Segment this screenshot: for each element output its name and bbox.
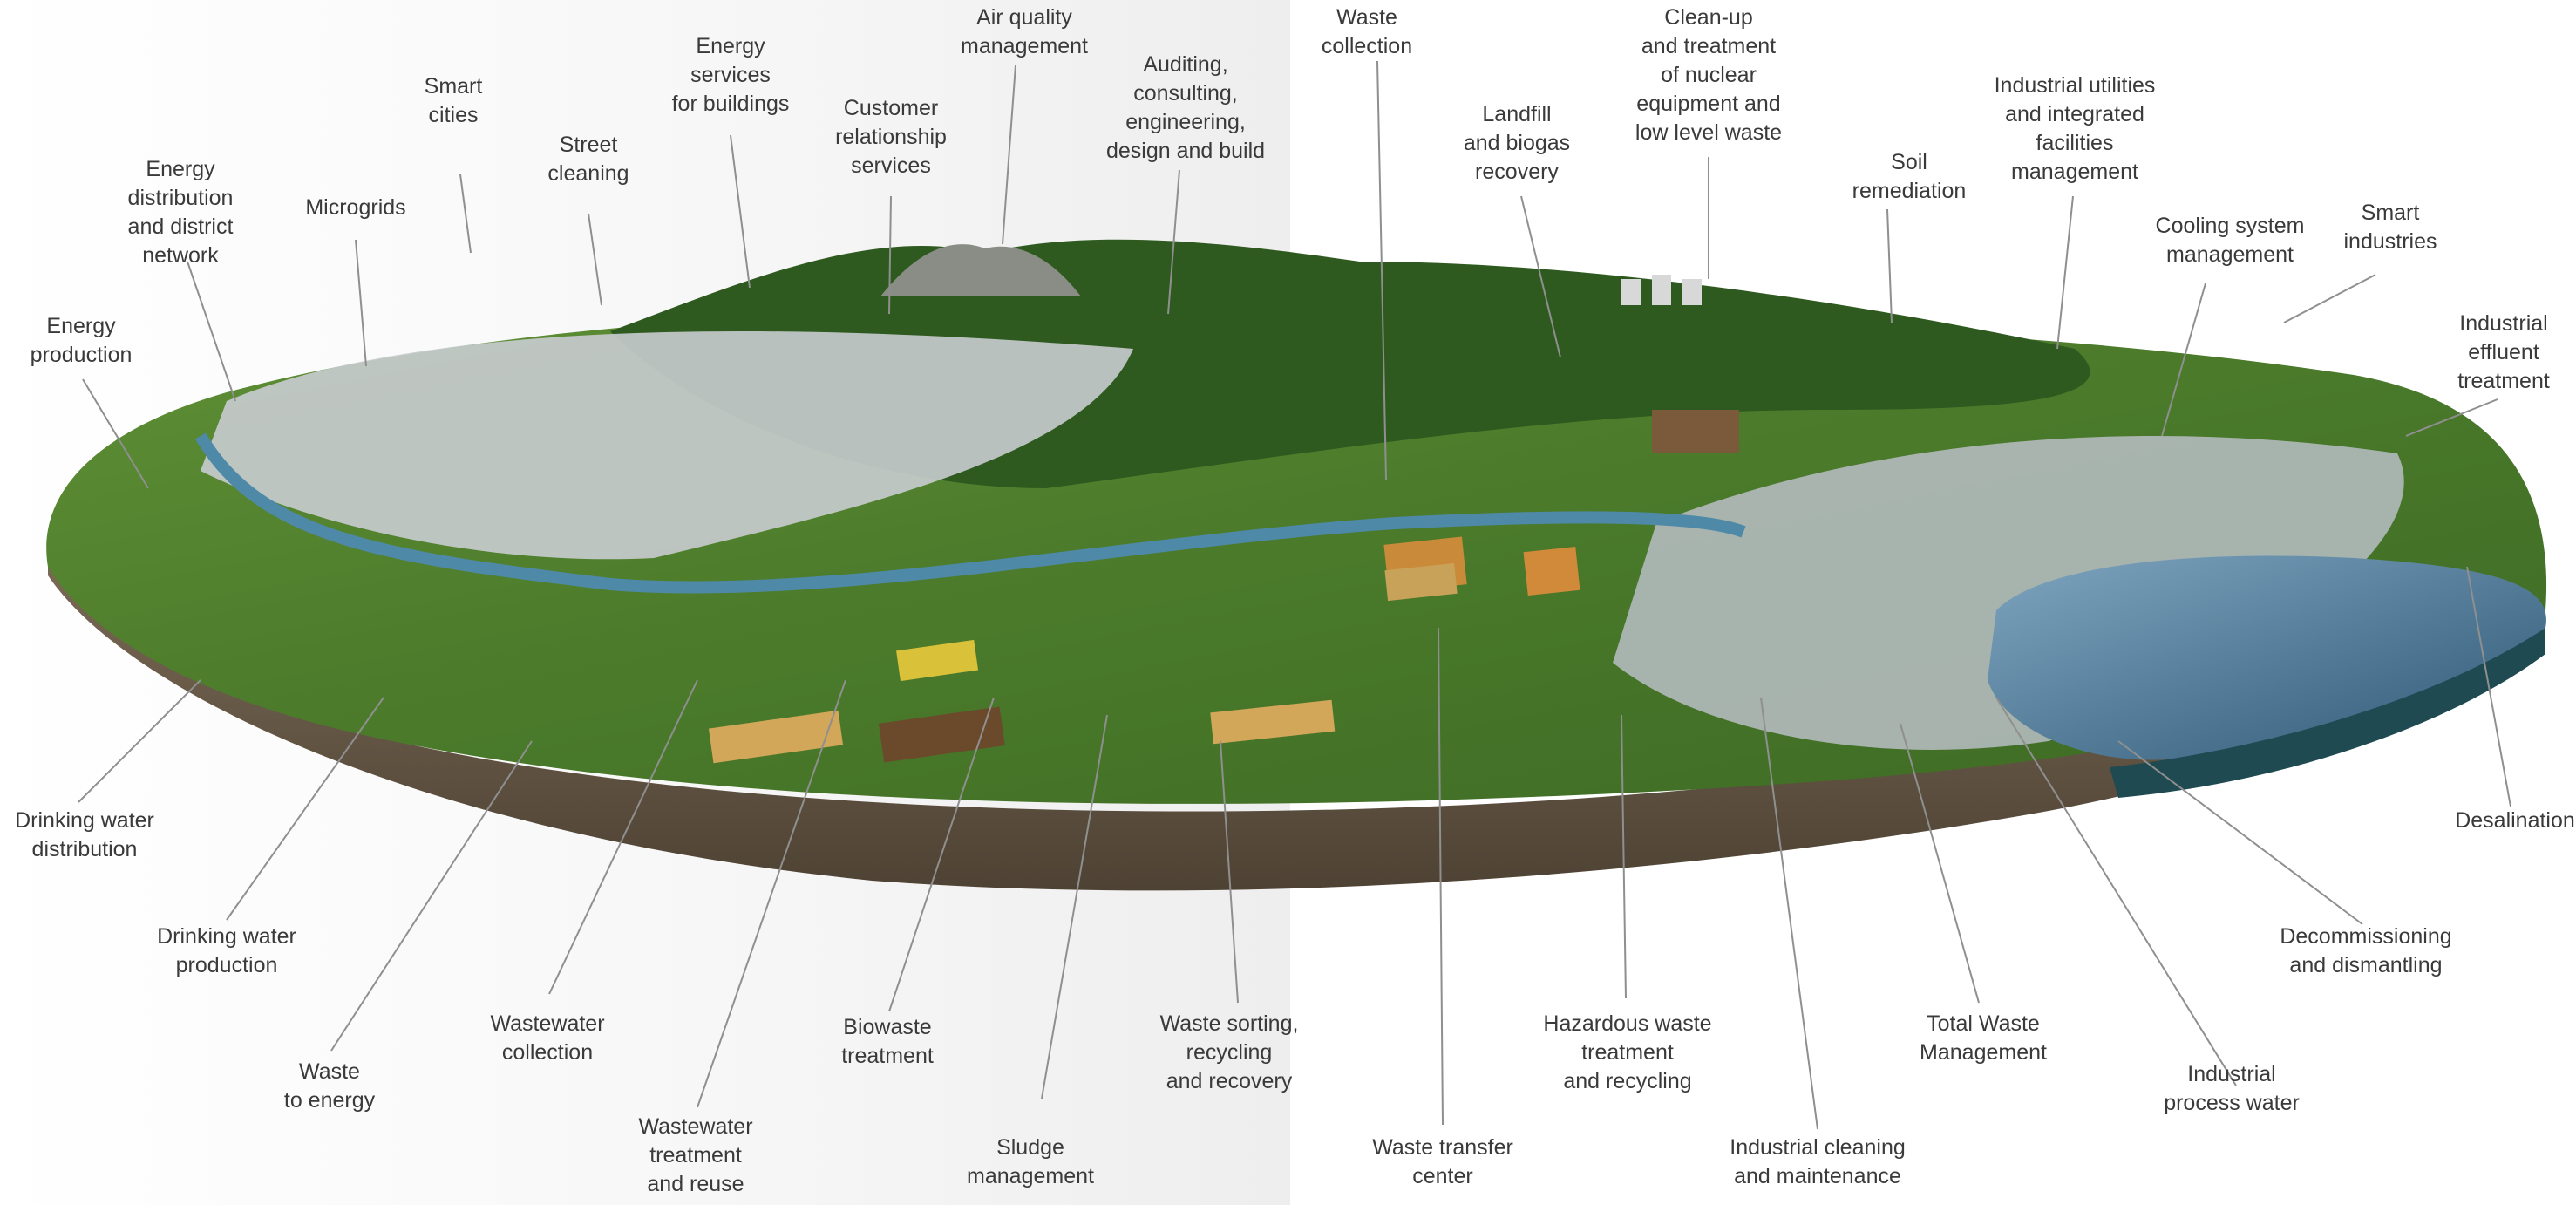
field-patch xyxy=(896,639,979,682)
field-patch xyxy=(878,706,1005,763)
landfill-site xyxy=(1652,410,1739,453)
label-desalination: Desalination xyxy=(2455,808,2575,833)
label-soil-remediation: Soil remediation xyxy=(1852,150,1967,203)
label-microgrids: Microgrids xyxy=(305,195,406,220)
label-wastewater-collection: Wastewater collection xyxy=(490,1011,605,1065)
sea-edge xyxy=(2110,628,2545,798)
label-street-cleaning: Street cleaning xyxy=(547,133,629,186)
label-energy-services: Energy services for buildings xyxy=(671,34,790,116)
label-smart-industries: Smart industries xyxy=(2343,201,2437,254)
cooling-towers xyxy=(1621,275,1702,305)
label-smart-cities: Smart cities xyxy=(424,74,483,127)
label-air-quality: Air quality management xyxy=(961,5,1088,58)
city-area xyxy=(201,331,1133,560)
rocky-peak xyxy=(880,244,1081,296)
label-biowaste: Biowaste treatment xyxy=(841,1015,934,1068)
label-industrial-effluent: Industrial effluent treatment xyxy=(2457,311,2550,393)
leader-lines xyxy=(78,60,2511,1130)
label-wastewater-treatment: Wastewater treatment and reuse xyxy=(638,1114,753,1196)
label-cooling-system: Cooling system management xyxy=(2155,214,2305,267)
label-industrial-cleaning: Industrial cleaning and maintenance xyxy=(1730,1135,1906,1188)
label-waste-transfer: Waste transfer center xyxy=(1372,1135,1513,1188)
label-sludge: Sludge management xyxy=(967,1135,1094,1188)
label-hazardous-waste: Hazardous waste treatment and recycling xyxy=(1543,1011,1712,1093)
label-landfill: Landfill and biogas recovery xyxy=(1463,102,1571,184)
label-industrial-process-water: Industrial process water xyxy=(2164,1062,2300,1115)
river xyxy=(194,432,1746,594)
label-drinking-water-distribution: Drinking water distribution xyxy=(15,808,154,861)
label-energy-production: Energy production xyxy=(30,314,133,367)
label-nuclear: Clean-up and treatment of nuclear equipm… xyxy=(1635,5,1783,145)
field-patch xyxy=(1384,562,1458,602)
label-auditing: Auditing, consulting, engineering, desig… xyxy=(1105,52,1266,163)
label-waste-sorting: Waste sorting, recycling and recovery xyxy=(1159,1011,1299,1093)
island-soil-cliff xyxy=(48,558,2545,891)
label-customer-relationship: Customer relationship services xyxy=(835,96,947,178)
label-total-waste: Total Waste Management xyxy=(1920,1011,2047,1065)
label-decommissioning: Decommissioning and dismantling xyxy=(2280,924,2452,977)
label-drinking-water-production: Drinking water production xyxy=(157,924,296,977)
label-waste-to-energy: Waste to energy xyxy=(283,1059,376,1113)
label-industrial-utilities: Industrial utilities and integrated faci… xyxy=(1994,73,2156,184)
label-waste-collection: Waste collection xyxy=(1321,5,1413,58)
bay xyxy=(1988,555,2546,760)
field-patch xyxy=(708,710,844,764)
field-patch xyxy=(1523,547,1580,596)
label-energy-distribution: Energy distribution and district network xyxy=(127,157,234,268)
field-patch xyxy=(1210,699,1336,745)
